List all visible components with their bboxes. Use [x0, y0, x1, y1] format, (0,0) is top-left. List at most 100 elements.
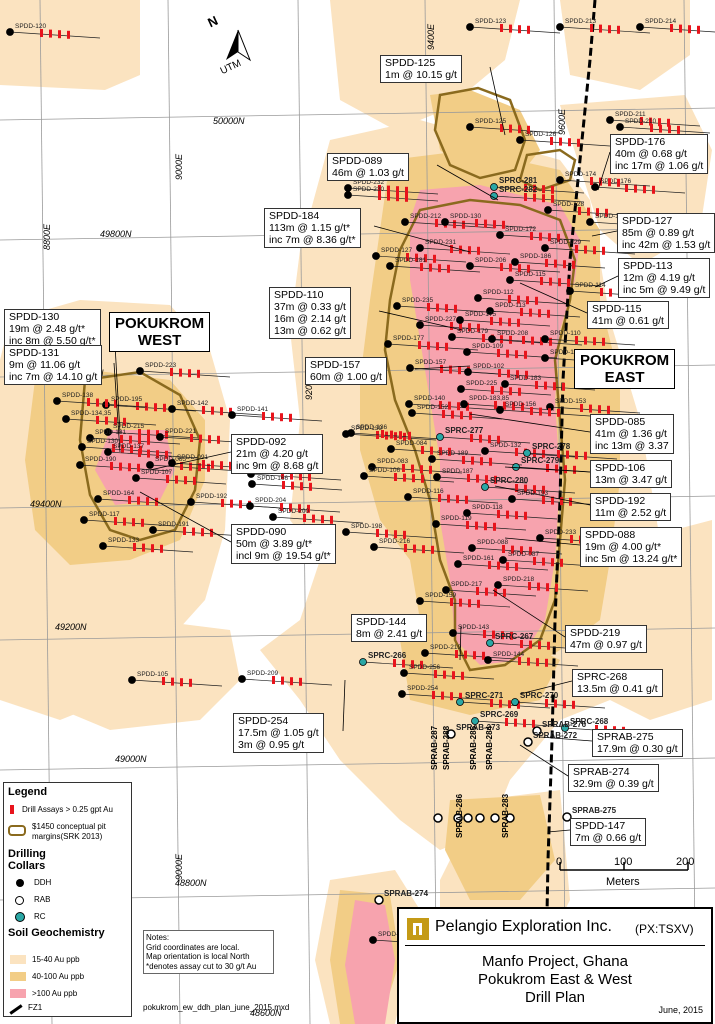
assay-bar — [460, 411, 463, 420]
hole-trace — [347, 194, 439, 202]
hole-label: SPDD-142 — [177, 400, 208, 407]
hole-spdd-225: SPDD-225 — [457, 380, 552, 396]
callout-line: 50m @ 3.89 g/t* — [236, 538, 313, 550]
assay-bar — [494, 588, 497, 597]
hole-label: SPDD-229 — [550, 239, 581, 246]
assay-bar — [438, 264, 441, 273]
assay-bar — [154, 403, 157, 412]
hole-label: SPDD-088 — [477, 539, 508, 546]
assay-bar — [533, 485, 536, 494]
assay-bar — [494, 475, 497, 484]
callout-line: inc 17m @ 1.06 g/t — [615, 160, 704, 172]
hole-label: SPDD-219 — [430, 644, 461, 651]
hole-label: SPDD-130 — [87, 438, 118, 445]
assay-bar — [575, 245, 578, 253]
hole-label: SPDD-110 — [550, 330, 581, 337]
northing-label: 50000N — [213, 116, 245, 126]
hole-label: SPDD-179 — [457, 328, 488, 335]
callout-title: SPDD-125 — [385, 57, 436, 69]
assay-bar — [545, 699, 548, 707]
ddh-collar-icon — [488, 335, 496, 343]
hole-trace — [609, 119, 701, 127]
assay-bar — [509, 387, 512, 396]
hole-spdd-133: SPDD-133 — [99, 537, 194, 553]
assay-bar — [445, 304, 448, 313]
assay-bar — [577, 138, 580, 147]
ddh-collar-icon — [53, 397, 61, 405]
hole-sprab-274: SPRAB-274 — [374, 889, 429, 905]
assay-bar — [470, 434, 473, 442]
assay-bar — [542, 194, 545, 203]
pit-legend-symbol — [8, 825, 26, 836]
hole-sprc-277: SPRC-277 — [436, 426, 531, 444]
hole-label: SPRAB-274 — [384, 889, 429, 898]
assay-bar — [560, 558, 563, 567]
ddh-collar-icon — [501, 380, 509, 388]
hole-label: SPDD-225 — [466, 380, 497, 387]
assay-bar — [282, 481, 285, 489]
map-date: June, 2015 — [658, 1005, 703, 1015]
assay-bar — [520, 308, 523, 316]
notes-line-1: Notes: — [146, 933, 170, 942]
hole-trace — [389, 265, 481, 273]
assay-bar — [649, 117, 652, 126]
hole-label: SPRC-277 — [445, 426, 484, 435]
assay-bar — [450, 245, 453, 253]
hole-label: SPDD-117 — [89, 511, 120, 518]
assay-bar — [441, 691, 444, 700]
hole-label: SPDD-187 — [442, 468, 473, 475]
assay-bar — [515, 511, 518, 520]
hole-spdd-087: SPDD-087 — [499, 551, 594, 567]
assay-bar — [418, 341, 421, 349]
ddh-collar-icon — [448, 333, 456, 341]
assay-bar — [494, 401, 497, 409]
hole-label: SPDD-125 — [475, 118, 506, 125]
hole-spdd-159: SPDD-159 — [416, 592, 511, 608]
hole-label: SPDD-139 — [351, 425, 382, 432]
ddh-collar-icon — [404, 493, 412, 501]
hole-label: SPDD-172 — [505, 226, 536, 233]
assay-bar — [447, 264, 450, 273]
assay-bar — [475, 219, 478, 227]
assay-bar — [491, 386, 494, 394]
assay-bar — [404, 544, 407, 552]
assay-bar — [450, 322, 453, 330]
assay-bar — [524, 350, 527, 359]
callout-title: SPDD-131 — [9, 347, 60, 359]
ddh-collar-icon — [511, 258, 519, 266]
hole-label: SPRAB-276 — [542, 720, 587, 729]
assay-bar — [499, 317, 502, 326]
hole-spdd-190: SPDD-190 — [76, 456, 171, 472]
rab-collar-icon — [453, 813, 463, 823]
assay-bar — [625, 184, 628, 192]
hole-spdd-227: SPDD-227 — [416, 316, 511, 332]
assay-bar — [229, 461, 232, 470]
assay-bar — [506, 510, 509, 519]
hole-trace — [466, 512, 558, 520]
assay-bar — [668, 125, 671, 134]
assay-bar — [546, 583, 549, 592]
ddh-collar-icon — [441, 218, 449, 226]
hole-label: SPDD-131 — [95, 429, 126, 436]
assay-bar — [436, 342, 439, 351]
assay-bar — [509, 335, 512, 344]
hole-label: SPRC-281 — [499, 176, 538, 185]
assay-bar — [421, 446, 424, 454]
hole-label: SPDD-105 — [137, 671, 168, 678]
hole-trace — [401, 693, 493, 701]
rab-collar-icon — [475, 813, 485, 823]
callout-title: SPDD-184 — [269, 210, 320, 222]
callout-line: inc 13m @ 3.37 — [595, 440, 669, 452]
assay-bar — [202, 406, 205, 414]
hole-trace — [363, 475, 455, 483]
assay-bar — [547, 309, 550, 318]
callout-line: inc 5m @ 9.49 g/t — [623, 284, 706, 296]
assay-bar — [438, 494, 441, 502]
assay-bar — [500, 263, 503, 271]
assay-bar — [40, 29, 43, 37]
assay-bar — [58, 30, 61, 39]
assay-bar — [432, 691, 435, 699]
ddh-collar-icon — [187, 498, 195, 506]
assay-bar — [385, 529, 388, 538]
